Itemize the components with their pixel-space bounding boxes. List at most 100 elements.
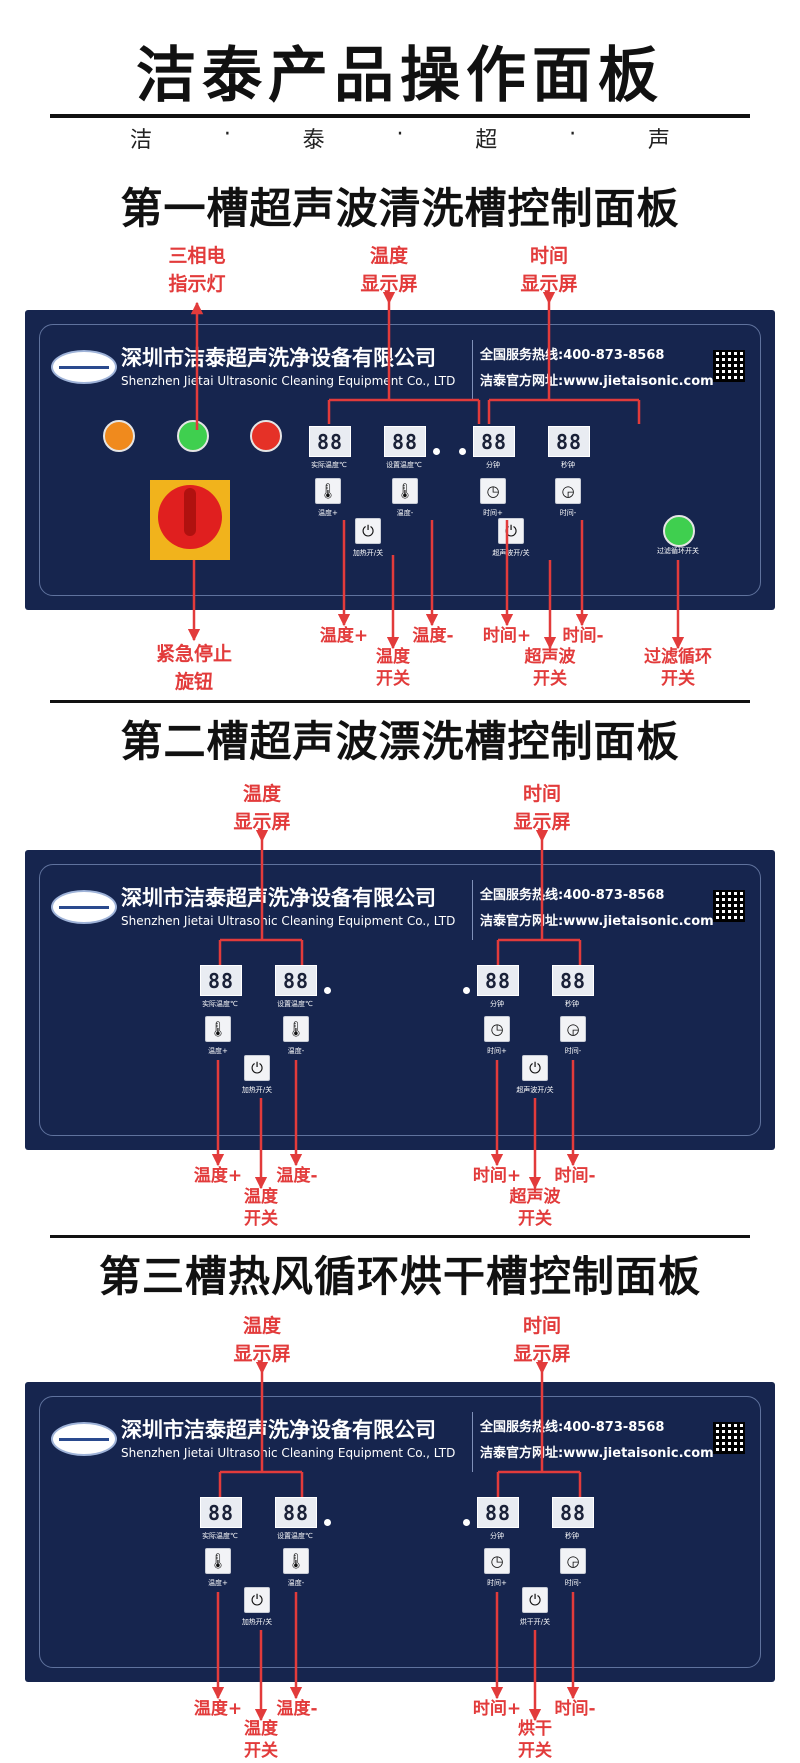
set-temp-display: 88	[275, 965, 317, 996]
annotation-time-plus: 时间+	[472, 1166, 522, 1186]
clock-icon: ◷	[490, 1019, 504, 1038]
second-display: 88	[552, 1497, 594, 1528]
minute-display: 88	[477, 1497, 519, 1528]
clock-icon: ◶	[566, 1551, 580, 1570]
time-minus-button[interactable]: ◶	[560, 1016, 586, 1042]
set-temp-label: 设置温度℃	[277, 1532, 313, 1540]
ultrasonic-switch-label: 超声波开/关	[516, 1086, 554, 1094]
time-plus-button[interactable]: ◷	[484, 1548, 510, 1574]
section-3-title: 第三槽热风循环烘干槽控制面板	[98, 1252, 701, 1301]
annotation-ultrasonic-switch: 超声波 开关	[509, 1187, 561, 1229]
set-temp-label: 设置温度℃	[277, 1000, 313, 1008]
second-label: 秒钟	[565, 1532, 579, 1540]
power-icon: ⏻	[362, 521, 374, 540]
second-label: 秒钟	[565, 1000, 579, 1008]
power-icon: ⏻	[505, 521, 517, 540]
actual-temp-display: 88	[309, 426, 351, 457]
heat-power-button[interactable]: ⏻	[244, 1055, 270, 1081]
temp-minus-button[interactable]: 🌡	[283, 1016, 309, 1042]
website-url: 洁泰官方网址:www.jietaisonic.com	[480, 374, 714, 389]
second-display: 88	[548, 426, 590, 457]
website-url: 洁泰官方网址:www.jietaisonic.com	[480, 1446, 714, 1461]
temp-minus-button[interactable]: 🌡	[283, 1548, 309, 1574]
thermometer-minus-icon: 🌡	[286, 1551, 306, 1570]
subtitle-dot: ·	[569, 122, 577, 147]
annotation-time-display: 时间 显示屏	[520, 245, 578, 295]
annotation-temp-display: 温度 显示屏	[233, 783, 291, 833]
company-name-cn: 深圳市洁泰超声洗净设备有限公司	[121, 346, 436, 370]
heat-power-button[interactable]: ⏻	[355, 518, 381, 544]
time-plus-button[interactable]: ◷	[480, 478, 506, 504]
second-display: 88	[552, 965, 594, 996]
indicator-dot	[463, 987, 470, 994]
service-hotline: 全国服务热线:400-873-8568	[480, 888, 665, 903]
actual-temp-label: 实际温度℃	[202, 1532, 238, 1540]
temp-plus-button[interactable]: 🌡	[205, 1016, 231, 1042]
temp-minus-button[interactable]: 🌡	[392, 478, 418, 504]
header-separator	[472, 1412, 473, 1472]
section-2-divider	[50, 700, 750, 703]
actual-temp-label: 实际温度℃	[311, 461, 347, 469]
temp-minus-label: 温度-	[287, 1579, 305, 1587]
annotation-temp-plus: 温度+	[319, 626, 369, 646]
time-plus-label: 时间+	[487, 1047, 507, 1055]
section-3-divider	[50, 1235, 750, 1238]
company-logo	[51, 350, 117, 384]
panel-inner-border	[39, 864, 761, 1136]
annotation-time-display: 时间 显示屏	[513, 783, 571, 833]
annotation-ultrasonic-switch: 超声波 开关	[524, 647, 576, 689]
minute-label: 分钟	[490, 1532, 504, 1540]
annotation-heat-switch: 温度 开关	[244, 1187, 278, 1229]
time-plus-label: 时间+	[487, 1579, 507, 1587]
power-icon: ⏻	[251, 1590, 263, 1609]
temp-plus-button[interactable]: 🌡	[205, 1548, 231, 1574]
annotation-three-phase: 三相电 指示灯	[168, 245, 226, 295]
temp-plus-label: 温度+	[208, 1047, 228, 1055]
time-minus-button[interactable]: ◶	[560, 1548, 586, 1574]
panel-inner-border	[39, 324, 761, 596]
website-url: 洁泰官方网址:www.jietaisonic.com	[480, 914, 714, 929]
dry-power-button[interactable]: ⏻	[522, 1587, 548, 1613]
company-name-cn: 深圳市洁泰超声洗净设备有限公司	[121, 886, 436, 910]
annotation-temp-minus: 温度-	[276, 1699, 318, 1719]
minute-label: 分钟	[490, 1000, 504, 1008]
annotation-temp-minus: 温度-	[276, 1166, 318, 1186]
control-panel-3: 深圳市洁泰超声洗净设备有限公司 Shenzhen Jietai Ultrason…	[25, 1382, 775, 1682]
header-separator	[472, 340, 473, 400]
power-icon: ⏻	[529, 1058, 541, 1077]
indicator-dot	[324, 1519, 331, 1526]
filter-switch-label: 过滤循环开关	[657, 547, 699, 555]
heat-power-button[interactable]: ⏻	[244, 1587, 270, 1613]
thermometer-plus-icon: 🌡	[208, 1551, 228, 1570]
subtitle-char: 声	[647, 128, 670, 153]
indicator-dot	[324, 987, 331, 994]
annotation-time-minus: 时间-	[554, 1166, 596, 1186]
clock-icon: ◶	[561, 481, 575, 500]
company-name-en: Shenzhen Jietai Ultrasonic Cleaning Equi…	[121, 1446, 456, 1460]
time-plus-button[interactable]: ◷	[484, 1016, 510, 1042]
control-panel-2: 深圳市洁泰超声洗净设备有限公司 Shenzhen Jietai Ultrason…	[25, 850, 775, 1150]
annotation-temp-plus: 温度+	[193, 1699, 243, 1719]
temp-plus-button[interactable]: 🌡	[315, 478, 341, 504]
company-name-en: Shenzhen Jietai Ultrasonic Cleaning Equi…	[121, 374, 456, 388]
phase-lamp-green	[177, 420, 209, 452]
filter-lamp-button[interactable]	[663, 515, 695, 547]
qr-code	[713, 1422, 745, 1454]
annotation-emergency-stop: 紧急停止 旋钮	[155, 643, 232, 693]
subtitle-dot: ·	[223, 122, 231, 147]
phase-lamp-orange	[103, 420, 135, 452]
clock-icon: ◶	[566, 1019, 580, 1038]
header-separator	[472, 880, 473, 940]
set-temp-label: 设置温度℃	[386, 461, 422, 469]
time-minus-button[interactable]: ◶	[555, 478, 581, 504]
thermometer-minus-icon: 🌡	[395, 481, 415, 500]
power-icon: ⏻	[529, 1590, 541, 1609]
ultrasonic-power-button[interactable]: ⏻	[522, 1055, 548, 1081]
time-plus-label: 时间+	[483, 509, 503, 517]
thermometer-minus-icon: 🌡	[286, 1019, 306, 1038]
ultrasonic-power-button[interactable]: ⏻	[498, 518, 524, 544]
annotation-filter-switch: 过滤循环 开关	[644, 647, 712, 689]
time-minus-label: 时间-	[564, 1047, 582, 1055]
section-2-title: 第二槽超声波漂洗槽控制面板	[120, 717, 680, 766]
subtitle: 洁 · 泰 · 超 · 声	[130, 122, 670, 154]
